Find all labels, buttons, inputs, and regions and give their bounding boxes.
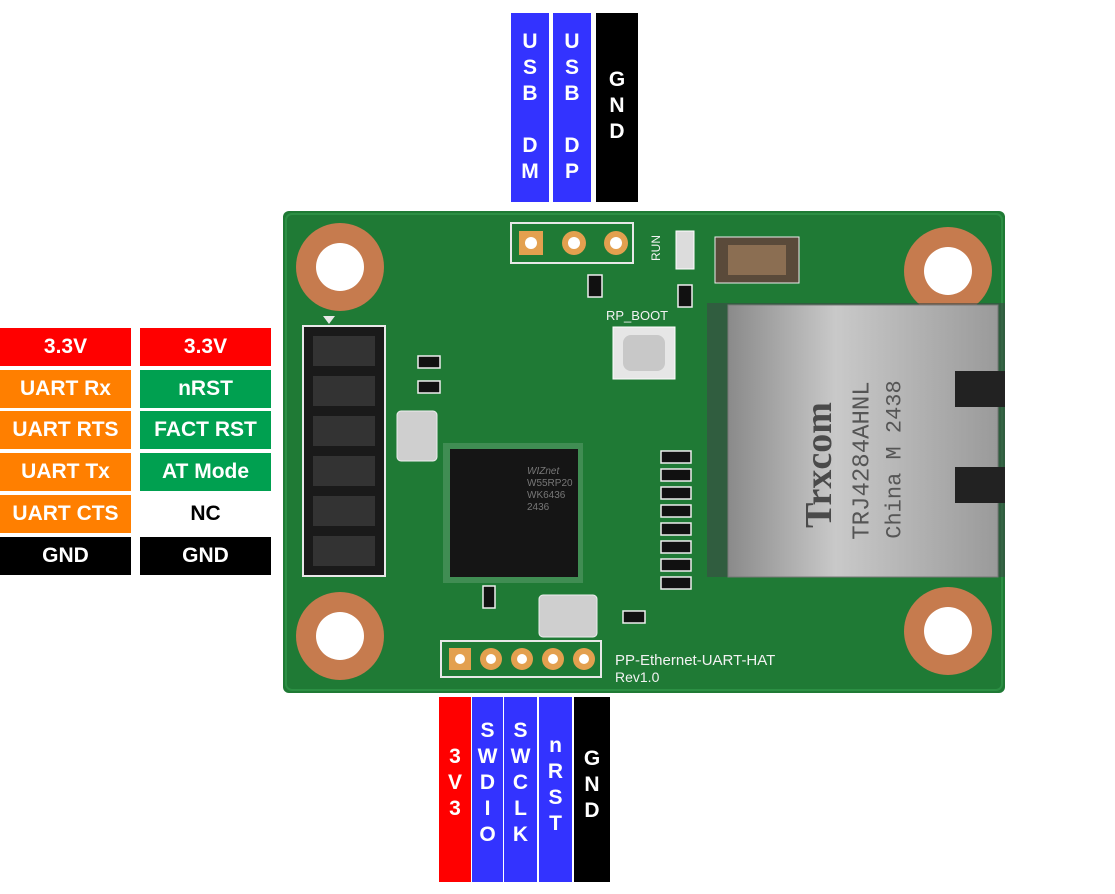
pin-char: C	[512, 771, 529, 794]
pin-char: S	[548, 786, 563, 809]
pin-char: 3	[449, 797, 461, 820]
pin-char: K	[512, 823, 529, 846]
pin-char: L	[514, 797, 527, 820]
pcb-drawing	[283, 211, 1005, 693]
pin-char: G	[608, 68, 626, 91]
pin-char: V	[447, 771, 462, 794]
bottom-pin-3v3: 3 V 3	[439, 697, 471, 882]
pin-char: D	[479, 771, 496, 794]
top-pin-gnd: G N D	[596, 13, 638, 202]
pcb-board: RP_BOOT RUN PP-Ethernet-UART-HAT Rev1.0 …	[283, 211, 1005, 693]
left-pin-label: UART Rx	[0, 370, 131, 408]
pin-char: U	[564, 30, 580, 53]
left-pin-label: UART Tx	[0, 453, 131, 491]
mounting-hole	[296, 223, 384, 311]
top-pin-usb-dp: U S B D P	[553, 13, 591, 202]
right-pin-label: FACT RST	[140, 411, 271, 449]
pin-char: R	[547, 760, 564, 783]
mounting-hole	[904, 227, 992, 315]
chip-text: WK6436	[527, 490, 566, 501]
chip-text: 2436	[527, 502, 550, 513]
bottom-pin-gnd: G N D	[574, 697, 610, 882]
bottom-pin-swdio: S W D I O	[472, 697, 503, 882]
left-pin-label: UART CTS	[0, 495, 131, 533]
pin-char: S	[522, 56, 537, 79]
pin-char: N	[609, 94, 625, 117]
button-silkscreen: RP_BOOT	[606, 308, 669, 323]
pin-char: N	[584, 773, 600, 796]
pin-char: D	[609, 120, 625, 143]
pin-char: M	[521, 160, 539, 183]
left-pin-label: UART RTS	[0, 411, 131, 449]
right-pin-label: 3.3V	[140, 328, 271, 366]
pin-char: T	[549, 812, 562, 835]
chip-text: WIZnet	[527, 466, 560, 477]
pin-char: B	[564, 82, 580, 105]
board-name: PP-Ethernet-UART-HAT	[615, 652, 776, 669]
pin-char: D	[564, 134, 580, 157]
pin-char: P	[564, 160, 579, 183]
right-pin-label: GND	[140, 537, 271, 575]
pin-char: S	[564, 56, 579, 79]
bottom-pin-nrst: n R S T	[539, 697, 572, 882]
pin-char: I	[484, 797, 491, 820]
chip-text: W55RP20	[527, 478, 573, 489]
board-revision: Rev1.0	[615, 669, 660, 685]
pin-char: S	[480, 719, 495, 742]
pin-char: 3	[449, 745, 461, 768]
pin-char: S	[513, 719, 528, 742]
jack-model: TRJ4284AHNL	[849, 381, 877, 540]
pin-char: O	[479, 823, 496, 846]
right-pin-label: AT Mode	[140, 453, 271, 491]
pin-char: W	[510, 745, 531, 768]
pin-char: G	[583, 747, 601, 770]
pin-char: n	[549, 734, 562, 757]
left-pin-label: 3.3V	[0, 328, 131, 366]
mounting-hole	[296, 592, 384, 680]
top-pin-usb-dm: U S B D M	[511, 13, 549, 202]
right-pin-label: nRST	[140, 370, 271, 408]
jack-origin: China M 2438	[882, 380, 908, 539]
pin-char: D	[584, 799, 600, 822]
left-pin-label: GND	[0, 537, 131, 575]
pin-char: W	[477, 745, 498, 768]
pin-char: U	[522, 30, 538, 53]
chip-label: WIZnet W55RP20 WK6436 2436	[527, 466, 583, 514]
led-silkscreen: RUN	[649, 235, 663, 261]
pin-char: D	[522, 134, 538, 157]
mounting-hole	[904, 587, 992, 675]
jack-brand: Trxcom	[798, 402, 840, 528]
bottom-pin-swclk: S W C L K	[504, 697, 537, 882]
pin-char: B	[522, 82, 538, 105]
right-pin-label: NC	[140, 495, 271, 533]
